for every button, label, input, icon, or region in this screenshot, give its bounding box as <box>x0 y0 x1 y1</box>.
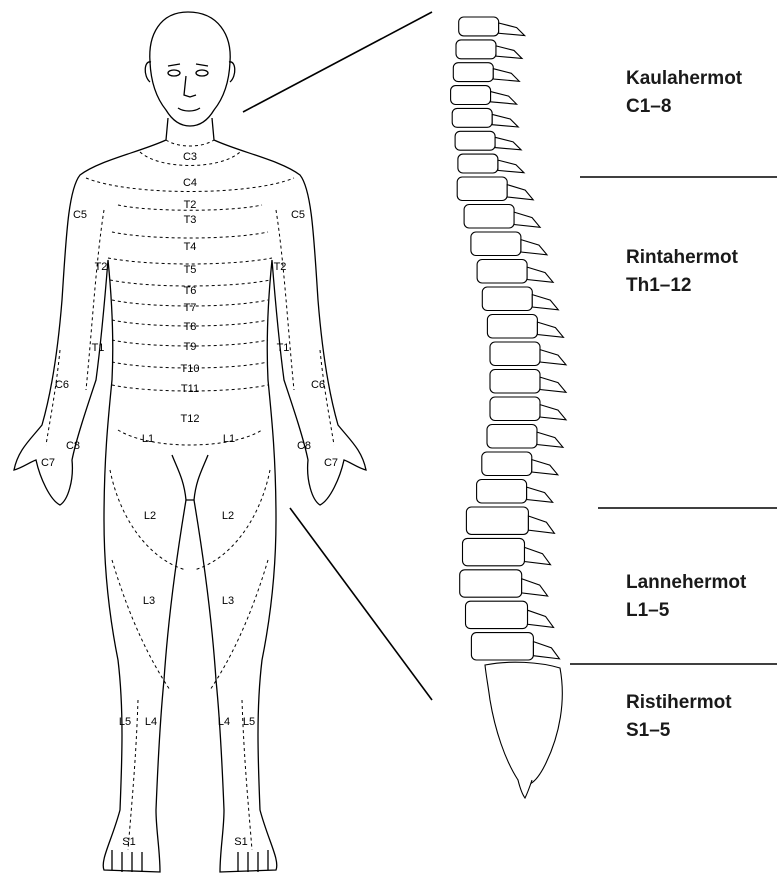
label-s1-left: S1 <box>122 836 135 848</box>
label-t5: T5 <box>184 264 197 276</box>
vertebra <box>487 425 563 449</box>
region-thoracic: Rintahermot Th1–12 <box>626 244 738 300</box>
region-sacral-range: S1–5 <box>626 717 732 745</box>
vertebra <box>482 452 558 476</box>
region-lumbar-range: L1–5 <box>626 597 746 625</box>
region-sacral-name: Ristihermot <box>626 689 732 717</box>
vertebra <box>482 287 558 311</box>
label-t8: T8 <box>184 321 197 333</box>
region-cervical: Kaulahermot C1–8 <box>626 65 742 121</box>
vertebra <box>455 131 521 150</box>
region-sacral: Ristihermot S1–5 <box>626 689 732 745</box>
region-cervical-range: C1–8 <box>626 93 742 121</box>
region-lumbar: Lannehermot L1–5 <box>626 569 746 625</box>
label-c7-right: C7 <box>324 457 338 469</box>
vertebra <box>466 507 554 534</box>
label-l2-left: L2 <box>144 510 156 522</box>
label-c5-left: C5 <box>73 209 87 221</box>
label-c8-right: C8 <box>297 440 311 452</box>
label-t1-left: T1 <box>92 342 105 354</box>
leader-line-bottom <box>290 508 432 700</box>
label-t1-right: T1 <box>277 342 290 354</box>
region-lumbar-name: Lannehermot <box>626 569 746 597</box>
region-thoracic-range: Th1–12 <box>626 272 738 300</box>
leader-line-top <box>243 12 432 112</box>
label-c7-left: C7 <box>41 457 55 469</box>
label-t2-center: T2 <box>184 199 197 211</box>
label-c6-right: C6 <box>311 379 325 391</box>
label-c3: C3 <box>183 151 197 163</box>
vertebra <box>457 177 533 201</box>
label-t10: T10 <box>181 363 200 375</box>
label-t2-left: T2 <box>95 261 108 273</box>
vertebra <box>466 601 554 628</box>
label-t6: T6 <box>184 285 197 297</box>
label-l3-left: L3 <box>143 595 155 607</box>
vertebra <box>471 633 559 660</box>
vertebra <box>456 40 522 59</box>
label-l3-right: L3 <box>222 595 234 607</box>
vertebra <box>453 63 519 82</box>
label-t7: T7 <box>184 302 197 314</box>
label-l5-left: L5 <box>119 716 131 728</box>
region-thoracic-name: Rintahermot <box>626 244 738 272</box>
region-cervical-name: Kaulahermot <box>626 65 742 93</box>
label-l5-right: L5 <box>243 716 255 728</box>
vertebra <box>464 205 540 229</box>
vertebra <box>452 108 518 127</box>
label-t3: T3 <box>184 214 197 226</box>
label-c4: C4 <box>183 177 197 189</box>
sacrum <box>485 662 562 785</box>
label-c5-right: C5 <box>291 209 305 221</box>
label-l4-left: L4 <box>145 716 157 728</box>
label-t11: T11 <box>181 383 199 395</box>
spine-illustration <box>451 17 566 660</box>
label-t2-right: T2 <box>274 261 287 273</box>
vertebra <box>490 342 566 366</box>
vertebra <box>463 538 551 565</box>
label-t12: T12 <box>181 413 200 425</box>
vertebra <box>490 370 566 394</box>
vertebra <box>459 17 525 36</box>
label-c6-left: C6 <box>55 379 69 391</box>
label-l1-left: L1 <box>142 433 154 445</box>
coccyx <box>518 780 532 798</box>
vertebra <box>458 154 524 173</box>
vertebra <box>487 315 563 339</box>
label-c8-left: C8 <box>66 440 80 452</box>
label-s1-right: S1 <box>234 836 247 848</box>
label-l4-right: L4 <box>218 716 230 728</box>
vertebra <box>471 232 547 256</box>
vertebra <box>460 570 548 597</box>
label-t9: T9 <box>184 341 197 353</box>
label-l1-right: L1 <box>223 433 235 445</box>
label-t4: T4 <box>184 241 197 253</box>
vertebra <box>477 260 553 284</box>
vertebra <box>490 397 566 421</box>
label-l2-right: L2 <box>222 510 234 522</box>
vertebra <box>477 480 553 504</box>
vertebra <box>451 86 517 105</box>
